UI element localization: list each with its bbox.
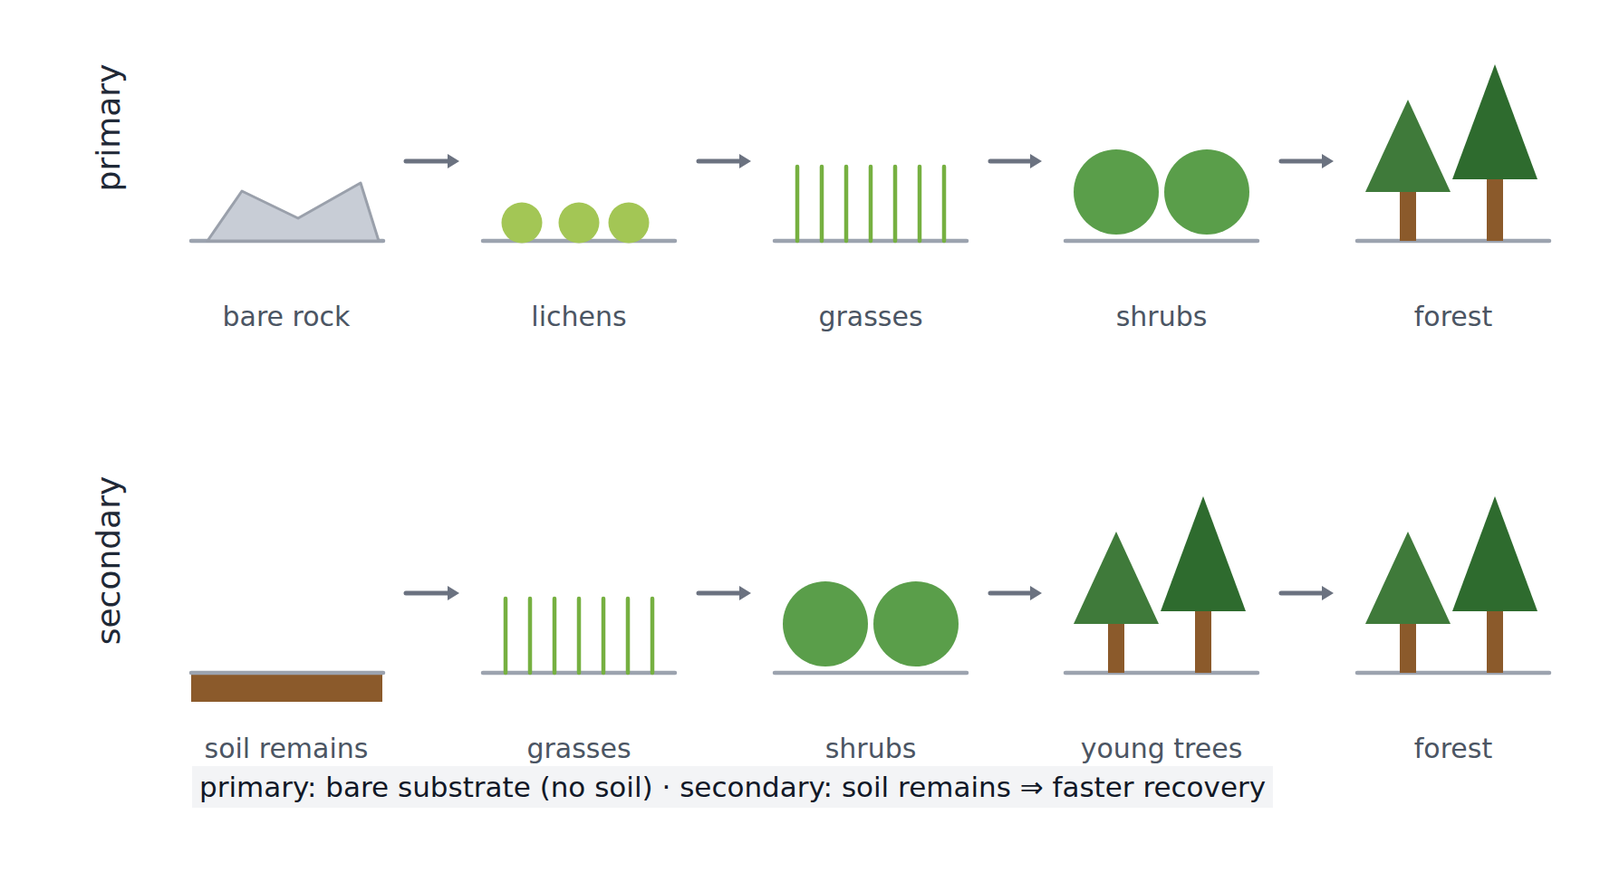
stage-label: young trees	[1052, 732, 1271, 766]
succession-arrow	[1281, 586, 1334, 601]
bare-rock-shape	[207, 183, 379, 241]
arrow-head	[447, 154, 460, 169]
shrub-circles	[782, 581, 959, 667]
stage-node: lichens	[470, 36, 688, 336]
stage-node: soil remains	[177, 468, 396, 768]
grass-blades	[797, 166, 945, 241]
lichen-dots	[501, 202, 650, 244]
ground-lines	[191, 240, 1550, 674]
stage-node: forest	[1344, 36, 1562, 336]
stage-label: forest	[1344, 300, 1562, 334]
arrow-shaft	[698, 159, 743, 164]
succession-arrow	[990, 586, 1042, 601]
arrow-head	[739, 586, 752, 601]
row-label: primary	[90, 64, 127, 193]
stage-node: forest	[1344, 468, 1562, 768]
stage-node: young trees	[1052, 468, 1271, 768]
stage-node: grasses	[761, 36, 980, 336]
young-trees	[1073, 496, 1246, 674]
succession-arrow	[405, 586, 460, 601]
stage-label: soil remains	[177, 732, 396, 766]
arrow-shaft	[405, 591, 451, 597]
stage-label: grasses	[470, 732, 688, 766]
stage-label: shrubs	[761, 732, 980, 766]
arrow-shaft	[698, 591, 743, 597]
arrow-head	[1321, 154, 1334, 169]
stage-node: grasses	[470, 468, 688, 768]
arrow-head	[447, 586, 460, 601]
stage-label: lichens	[470, 300, 688, 334]
row-label: secondary	[90, 476, 127, 646]
shrub-circles	[1073, 149, 1250, 235]
ground-line	[191, 671, 384, 676]
succession-arrow	[1281, 154, 1334, 169]
succession-arrow	[698, 154, 752, 169]
arrow-head	[1030, 586, 1042, 601]
stage-label: shrubs	[1052, 300, 1271, 334]
forest-trees	[1365, 64, 1538, 241]
stage-node: shrubs	[1052, 36, 1271, 336]
arrow-head	[739, 154, 752, 169]
arrow-shaft	[405, 159, 451, 164]
forest-trees	[1365, 496, 1538, 674]
arrow-head	[1030, 154, 1042, 169]
soil-layer	[191, 673, 383, 703]
succession-arrow	[698, 586, 752, 601]
arrow-shaft	[990, 159, 1033, 164]
stage-label: forest	[1344, 732, 1562, 766]
succession-arrow	[405, 154, 460, 169]
arrow-shaft	[1281, 159, 1325, 164]
stage-label: bare rock	[177, 300, 396, 334]
arrow-head	[1321, 586, 1334, 601]
arrow-shaft	[990, 591, 1033, 597]
caption-note: primary: bare substrate (no soil) · seco…	[192, 766, 1273, 809]
stage-node: shrubs	[761, 468, 980, 768]
stage-node: bare rock	[177, 36, 396, 336]
arrow-shaft	[1281, 591, 1325, 597]
grass-blades	[505, 598, 653, 674]
stage-label: grasses	[761, 300, 980, 334]
succession-arrow	[990, 154, 1042, 169]
